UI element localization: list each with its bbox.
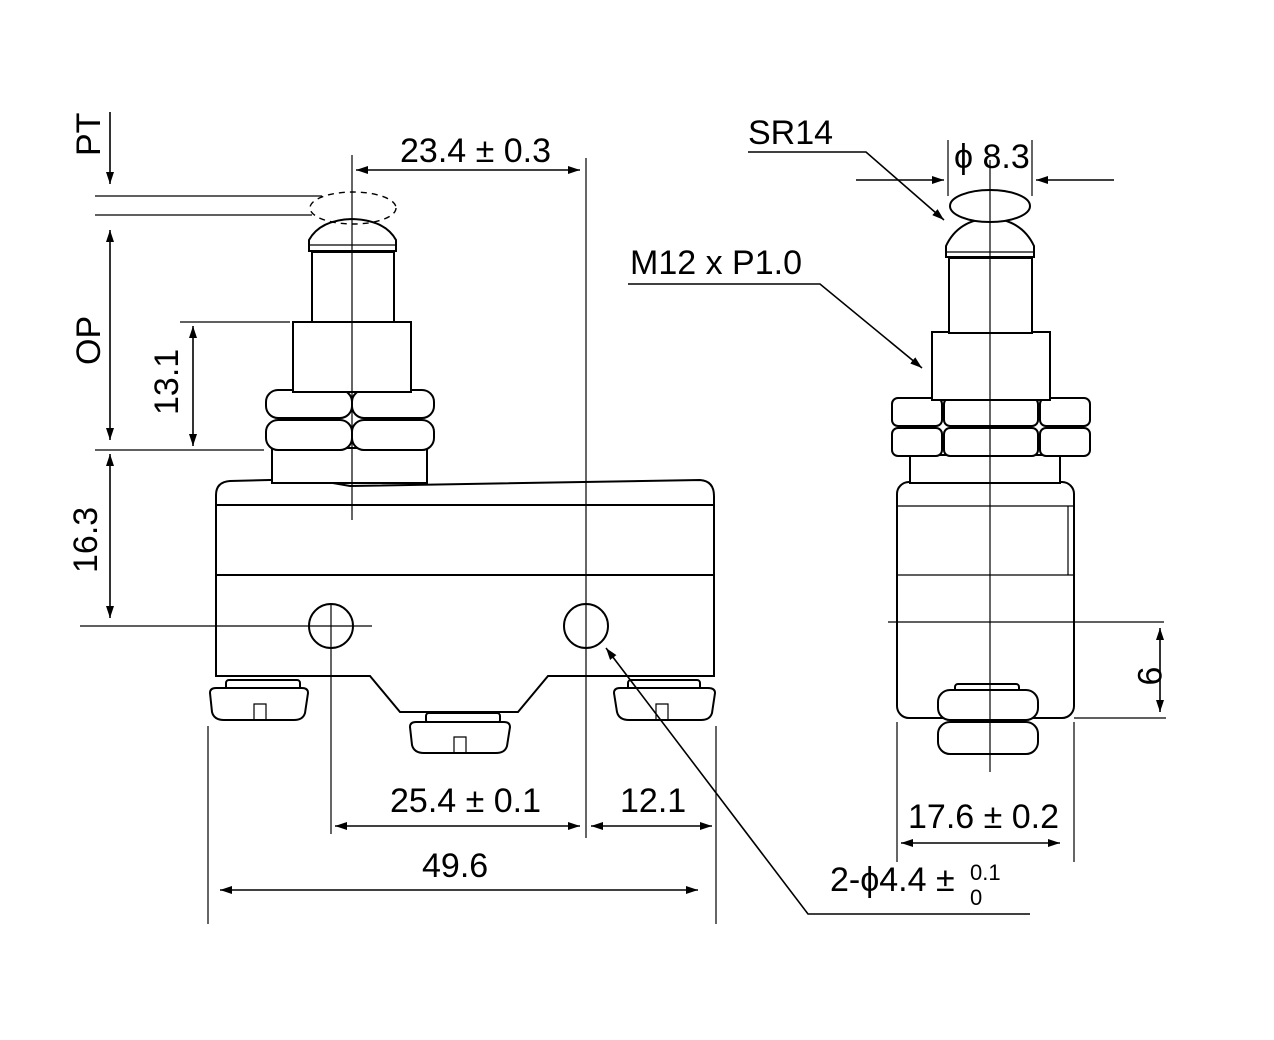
side-bushing xyxy=(909,454,1061,484)
side-terminal-screw xyxy=(937,683,1039,755)
front-view: PT OP 13.1 16.3 23.4 ± 0.3 25.4 ± 0.1 12… xyxy=(67,112,1030,924)
dia-8-3-label: ϕ 8.3 xyxy=(954,138,1030,176)
dim-17-6-label: 17.6 ± 0.2 xyxy=(908,798,1059,836)
dim-12-1-label: 12.1 xyxy=(620,782,686,820)
holes-label: 2-ϕ4.4 ± xyxy=(830,861,955,899)
plunger xyxy=(311,251,395,323)
side-housing xyxy=(896,481,1075,719)
housing-band xyxy=(215,504,715,576)
dim-25-4-label: 25.4 ± 0.1 xyxy=(390,782,541,820)
sr14-label: SR14 xyxy=(748,114,833,152)
op-label: OP xyxy=(70,316,108,365)
dim-13-1-label: 13.1 xyxy=(148,349,186,415)
dim-23-4-label: 23.4 ± 0.3 xyxy=(400,132,551,170)
terminal-screw-left xyxy=(208,679,310,721)
dim-49-6-label: 49.6 xyxy=(422,847,488,885)
dim-9-label: 9 xyxy=(1130,667,1168,686)
pt-label: PT xyxy=(70,113,108,156)
thread-label: M12 x P1.0 xyxy=(630,244,802,282)
holes-tol-lower: 0 xyxy=(970,885,982,910)
terminal-screw-center xyxy=(408,712,512,754)
holes-tol-upper: 0.1 xyxy=(970,860,1001,885)
side-thread xyxy=(931,331,1051,401)
side-view: SR14 ϕ 8.3 M12 x P1.0 9 17.6 ± 0.2 xyxy=(628,114,1168,862)
dim-16-3-label: 16.3 xyxy=(67,507,105,573)
bushing xyxy=(271,447,428,484)
side-hex-nuts xyxy=(891,397,1091,457)
housing-top-band xyxy=(215,477,715,506)
pretravel-outline xyxy=(309,191,397,225)
terminal-screw-right xyxy=(612,679,717,721)
hex-nuts xyxy=(265,389,435,451)
